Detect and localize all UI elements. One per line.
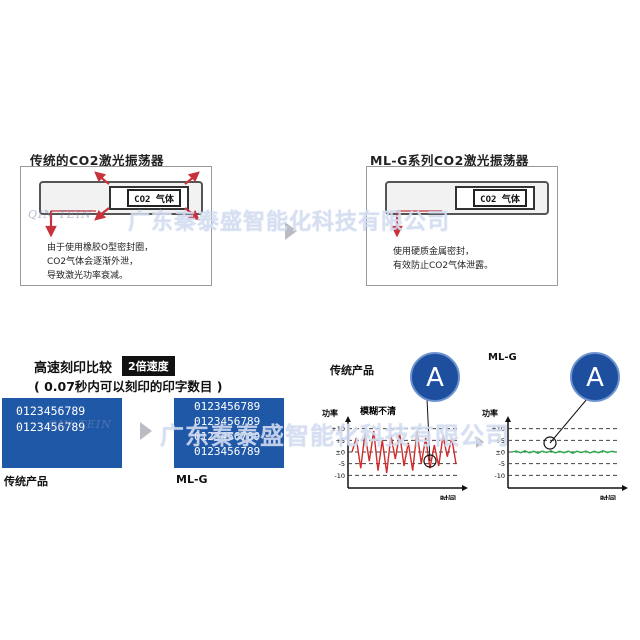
y-axis-label: 功率 <box>482 408 498 418</box>
traditional-oscillator-panel: CO2 气体 由于使用橡胶O型密封圈， CO2气体会逐渐外泄， 导致激光功率衰减… <box>20 166 212 286</box>
zoom-target-circle <box>543 436 557 450</box>
mlg-description: 使用硬质金属密封， 有效防止CO2气体泄露。 <box>393 245 493 273</box>
chart-arrow-icon <box>476 436 484 448</box>
zoom-pointer-line <box>426 398 431 462</box>
watermark-logo: QIN TEIN <box>28 208 92 221</box>
y-tick-label: +10 <box>491 425 505 433</box>
mlg-print-sample: 0123456789 0123456789 0123456789 0123456… <box>174 398 284 468</box>
y-tick-label: ±0 <box>335 449 345 457</box>
zoom-target-circle <box>423 454 437 468</box>
traditional-print-sample: 0123456789 0123456789 <box>2 398 122 468</box>
y-tick-label: +10 <box>331 425 345 433</box>
y-tick-label: -10 <box>494 472 505 480</box>
y-tick-label: +5 <box>335 437 345 445</box>
print-line: 0123456789 <box>16 404 86 418</box>
y-axis-label: 功率 <box>322 408 338 418</box>
speed-arrow-icon <box>140 422 152 440</box>
watermark-logo: QIN TEIN <box>48 418 112 431</box>
y-tick-label: -10 <box>334 472 345 480</box>
zoom-letter: A <box>426 363 444 393</box>
zoom-circle <box>570 352 620 402</box>
series-line <box>511 450 617 454</box>
top-left-title: 传统的CO2激光振荡器 <box>30 153 164 168</box>
zoom-letter: A <box>586 363 604 393</box>
x-axis-arrow-icon <box>462 485 468 491</box>
y-tick-label: -5 <box>499 460 505 468</box>
top-right-title: ML-G系列CO2激光振荡器 <box>370 153 529 168</box>
traditional-description: 由于使用橡胶O型密封圈， CO2气体会逐渐外泄， 导致激光功率衰减。 <box>47 241 153 283</box>
traditional-caption: 传统产品 <box>4 475 48 488</box>
watermark-company: 广东秦泰盛智能化科技有限公司 <box>128 210 451 235</box>
co2-gas-box: CO2 气体 <box>127 189 181 207</box>
speed-subtitle: ( 0.07秒内可以刻印的印字数目 ) <box>34 379 223 394</box>
x-axis-label: 时间 <box>440 494 456 500</box>
speed-title: 高速刻印比较 <box>34 360 113 376</box>
print-line: 0123456789 <box>16 420 86 434</box>
comparison-arrow-icon <box>285 222 297 240</box>
print-line: 0123456789 <box>194 445 261 458</box>
y-axis-arrow-icon <box>345 416 351 422</box>
y-tick-label: +5 <box>495 437 505 445</box>
laser-output-arrow <box>391 210 442 237</box>
watermark-company: 广东秦泰盛智能化科技有限公司 <box>160 422 510 450</box>
y-tick-label: ±0 <box>495 449 505 457</box>
x-axis-arrow-icon <box>622 485 628 491</box>
print-line: 0123456789 <box>194 415 261 428</box>
x-axis-label: 时间 <box>600 494 616 500</box>
desc-line: 导致激光功率衰减。 <box>47 271 129 281</box>
inner-tube: CO2 气体 <box>109 186 189 210</box>
left-chart-title: 传统产品 <box>330 364 374 377</box>
desc-line: 有效防止CO2气体泄露。 <box>393 261 494 271</box>
print-line: 0123456789 <box>194 430 261 443</box>
speed-badge: 2倍速度 <box>122 356 175 376</box>
series-line <box>351 430 457 474</box>
mlg-caption: ML-G <box>176 473 208 486</box>
zoom-circle <box>410 352 460 402</box>
desc-line: 使用硬质金属密封， <box>393 247 475 257</box>
zoom-pointer-line <box>549 398 588 444</box>
y-axis-arrow-icon <box>505 416 511 422</box>
mlg-oscillator-panel: CO2 气体 使用硬质金属密封， 有效防止CO2气体泄露。 <box>366 166 558 286</box>
gas-leak-arrows <box>45 171 200 237</box>
print-line: 0123456789 <box>194 400 261 413</box>
right-chart-title: ML-G <box>488 352 517 363</box>
speed-heading: 高速刻印比较 2倍速度 <box>34 356 175 376</box>
co2-gas-box: CO2 气体 <box>473 189 527 207</box>
inner-tube: CO2 气体 <box>455 186 535 210</box>
y-tick-label: -5 <box>339 460 345 468</box>
desc-line: 由于使用橡胶O型密封圈， <box>47 243 154 253</box>
blur-note: 模糊不清 <box>360 405 396 417</box>
desc-line: CO2气体会逐渐外泄， <box>47 257 139 267</box>
